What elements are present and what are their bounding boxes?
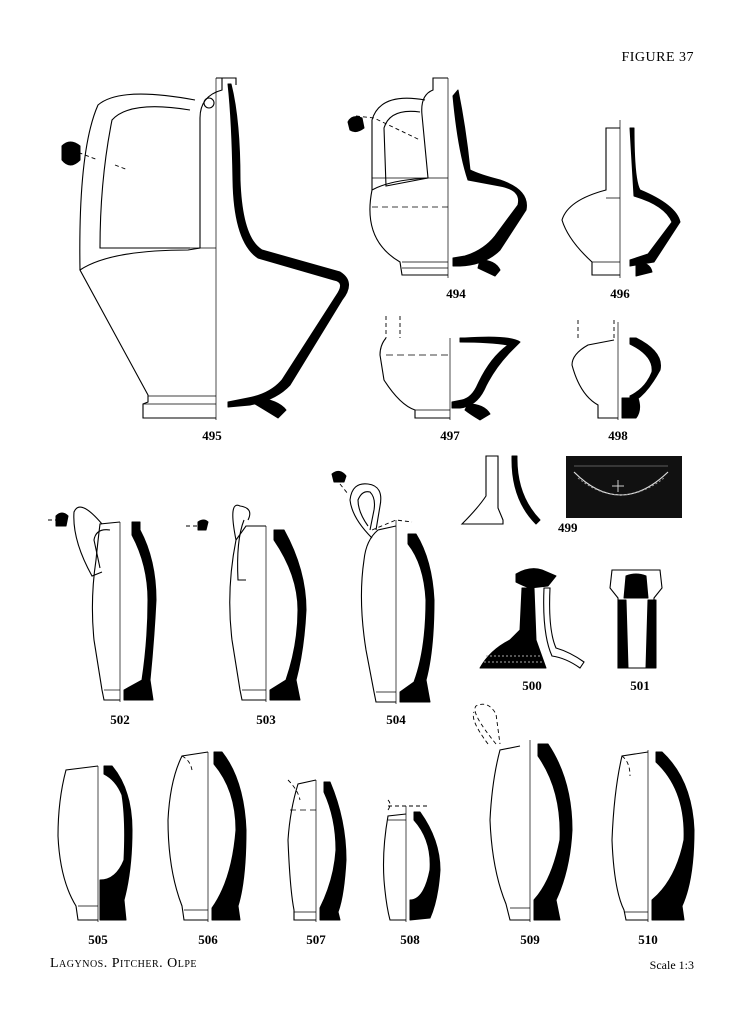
figure-label: FIGURE 37	[621, 50, 694, 65]
vessel-drawing-494: 494	[347, 77, 527, 301]
catalogue-number: 500	[522, 678, 542, 693]
vessel-drawing-495: 495	[61, 77, 349, 443]
catalogue-number: 499	[558, 520, 578, 535]
catalogue-number: 498	[608, 428, 628, 443]
vessel-drawing-510: 510	[611, 750, 695, 947]
catalogue-number: 496	[610, 286, 630, 301]
catalogue-number: 508	[400, 932, 420, 947]
vessel-drawing-508: 508	[382, 799, 441, 947]
vessel-drawing-498: 498	[571, 320, 661, 443]
catalogue-number: 501	[630, 678, 650, 693]
catalogue-number: 497	[440, 428, 460, 443]
vessel-drawing-509: 509	[472, 703, 573, 947]
vessel-drawing-502: 502	[48, 506, 157, 727]
scale-note: Scale 1:3	[649, 958, 694, 972]
vessel-drawing-507: 507	[287, 779, 347, 947]
catalogue-number: 509	[520, 932, 540, 947]
catalogue-number: 503	[256, 712, 276, 727]
vessel-drawing-504: 504	[331, 470, 435, 727]
catalogue-number: 502	[110, 712, 130, 727]
vessel-drawing-506: 506	[167, 751, 247, 947]
vessel-drawing-505: 505	[57, 765, 133, 947]
catalogue-number: 507	[306, 932, 326, 947]
vessel-drawing-496: 496	[561, 120, 681, 301]
vessel-drawing-497: 497	[379, 316, 521, 443]
vessel-drawing-501: 501	[609, 569, 663, 693]
catalogue-number: 504	[386, 712, 406, 727]
catalogue-number: 495	[202, 428, 222, 443]
catalogue-number: 494	[446, 286, 466, 301]
vessel-drawing-503: 503	[186, 504, 307, 727]
catalogue-number: 510	[638, 932, 658, 947]
vessel-drawing-500: 500	[479, 568, 585, 693]
catalogue-number: 506	[198, 932, 218, 947]
catalogue-number: 505	[88, 932, 108, 947]
vessel-drawing-499: 499	[460, 455, 682, 535]
figure-caption: Lagynos. Pitcher. Olpe	[50, 956, 198, 971]
